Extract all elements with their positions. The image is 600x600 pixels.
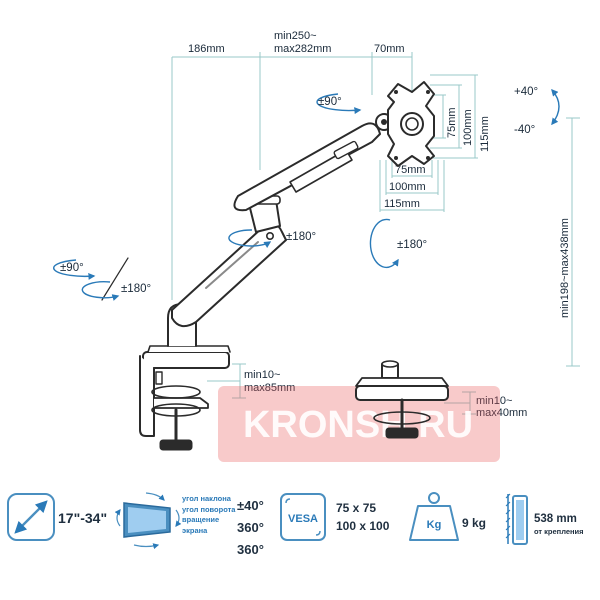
rotation-arrow-mid [228,229,272,248]
clamp-main [139,345,231,451]
label-rotation: вращение экрана [182,515,220,535]
weight-icon [409,492,459,541]
rotation-labels: ±90° ±180° ±90° ±180° ±180° +40° -40° [60,86,538,295]
vesa-line1: 75 x 75 [336,501,376,515]
rotation-label-left: ±90° [60,262,84,274]
vesa-v100-label: 100mm [462,109,474,146]
value-rotation: 360° [237,542,264,557]
tilt-head [375,81,435,167]
specs-footer: 17"-34" угол наклона угол поворота враще… [7,492,584,557]
clamp2-label-line2: max40mm [476,407,527,419]
label-tilt: угол наклона [182,494,231,503]
rotation-arrow-left [52,259,96,280]
rotation-arrow-base [81,281,120,301]
value-tilt: ±40° [237,498,264,513]
rotation-label-head: ±180° [397,239,427,251]
height-range-label: min198~max438mm [559,218,571,318]
vesa-h115-label: 115mm [384,198,420,210]
vesa-h75-label: 75mm [395,164,426,176]
reach-a-label: 186mm [188,43,225,55]
reach-b-label-line2: max282mm [274,43,331,55]
weight-value: 9 kg [462,516,486,530]
rotation-label-base: ±180° [121,283,151,295]
monitor-arm [101,81,449,451]
depth-value: 538 mm [534,513,577,525]
clamp2-label-line1: min10~ [476,395,512,407]
weight-badge: Kg [427,519,442,531]
rotation-indicators [52,88,560,301]
monitor-rotation-icon [114,492,182,550]
vesa-h100-label: 100mm [389,181,426,193]
vesa-line2: 100 x 100 [336,519,390,533]
rotation-label-mid: ±180° [286,231,316,243]
label-swivel: угол поворота [182,504,236,514]
clamp1-label-line2: max85mm [244,382,295,394]
rotation-label-top: ±90° [318,96,342,108]
reach-b-label-line1: min250~ [274,30,317,42]
rotation-labels-box: угол наклона угол поворота вращение экра… [182,494,236,535]
value-swivel: 360° [237,520,264,535]
screen-size-value: 17"-34" [58,510,107,526]
rotation-arrow-top [316,93,362,115]
clamp1-label-line1: min10~ [244,369,280,381]
depth-label: от крепления [534,527,584,536]
rotation-arrow-head [369,218,399,269]
tilt-label-up: +40° [514,86,538,98]
tilt-label-down: -40° [514,124,535,136]
upper-arm [233,122,381,212]
vesa-offset-label: 70mm [374,43,405,55]
dimension-labels: 186mm min250~ max282mm 70mm 75mm 100mm 1… [188,30,571,419]
mount-depth-icon [505,493,528,545]
vesa-badge: VESA [288,513,318,525]
tilt-arrow [551,88,560,126]
watermark-band [218,386,500,462]
vesa-v75-label: 75mm [446,107,458,138]
watermark-text: KRONSH.RU [243,404,473,446]
grommet-base [355,360,449,439]
vesa-v115-label: 115mm [479,116,491,152]
dimension-lines [171,52,580,415]
vesa-icon [280,493,326,541]
